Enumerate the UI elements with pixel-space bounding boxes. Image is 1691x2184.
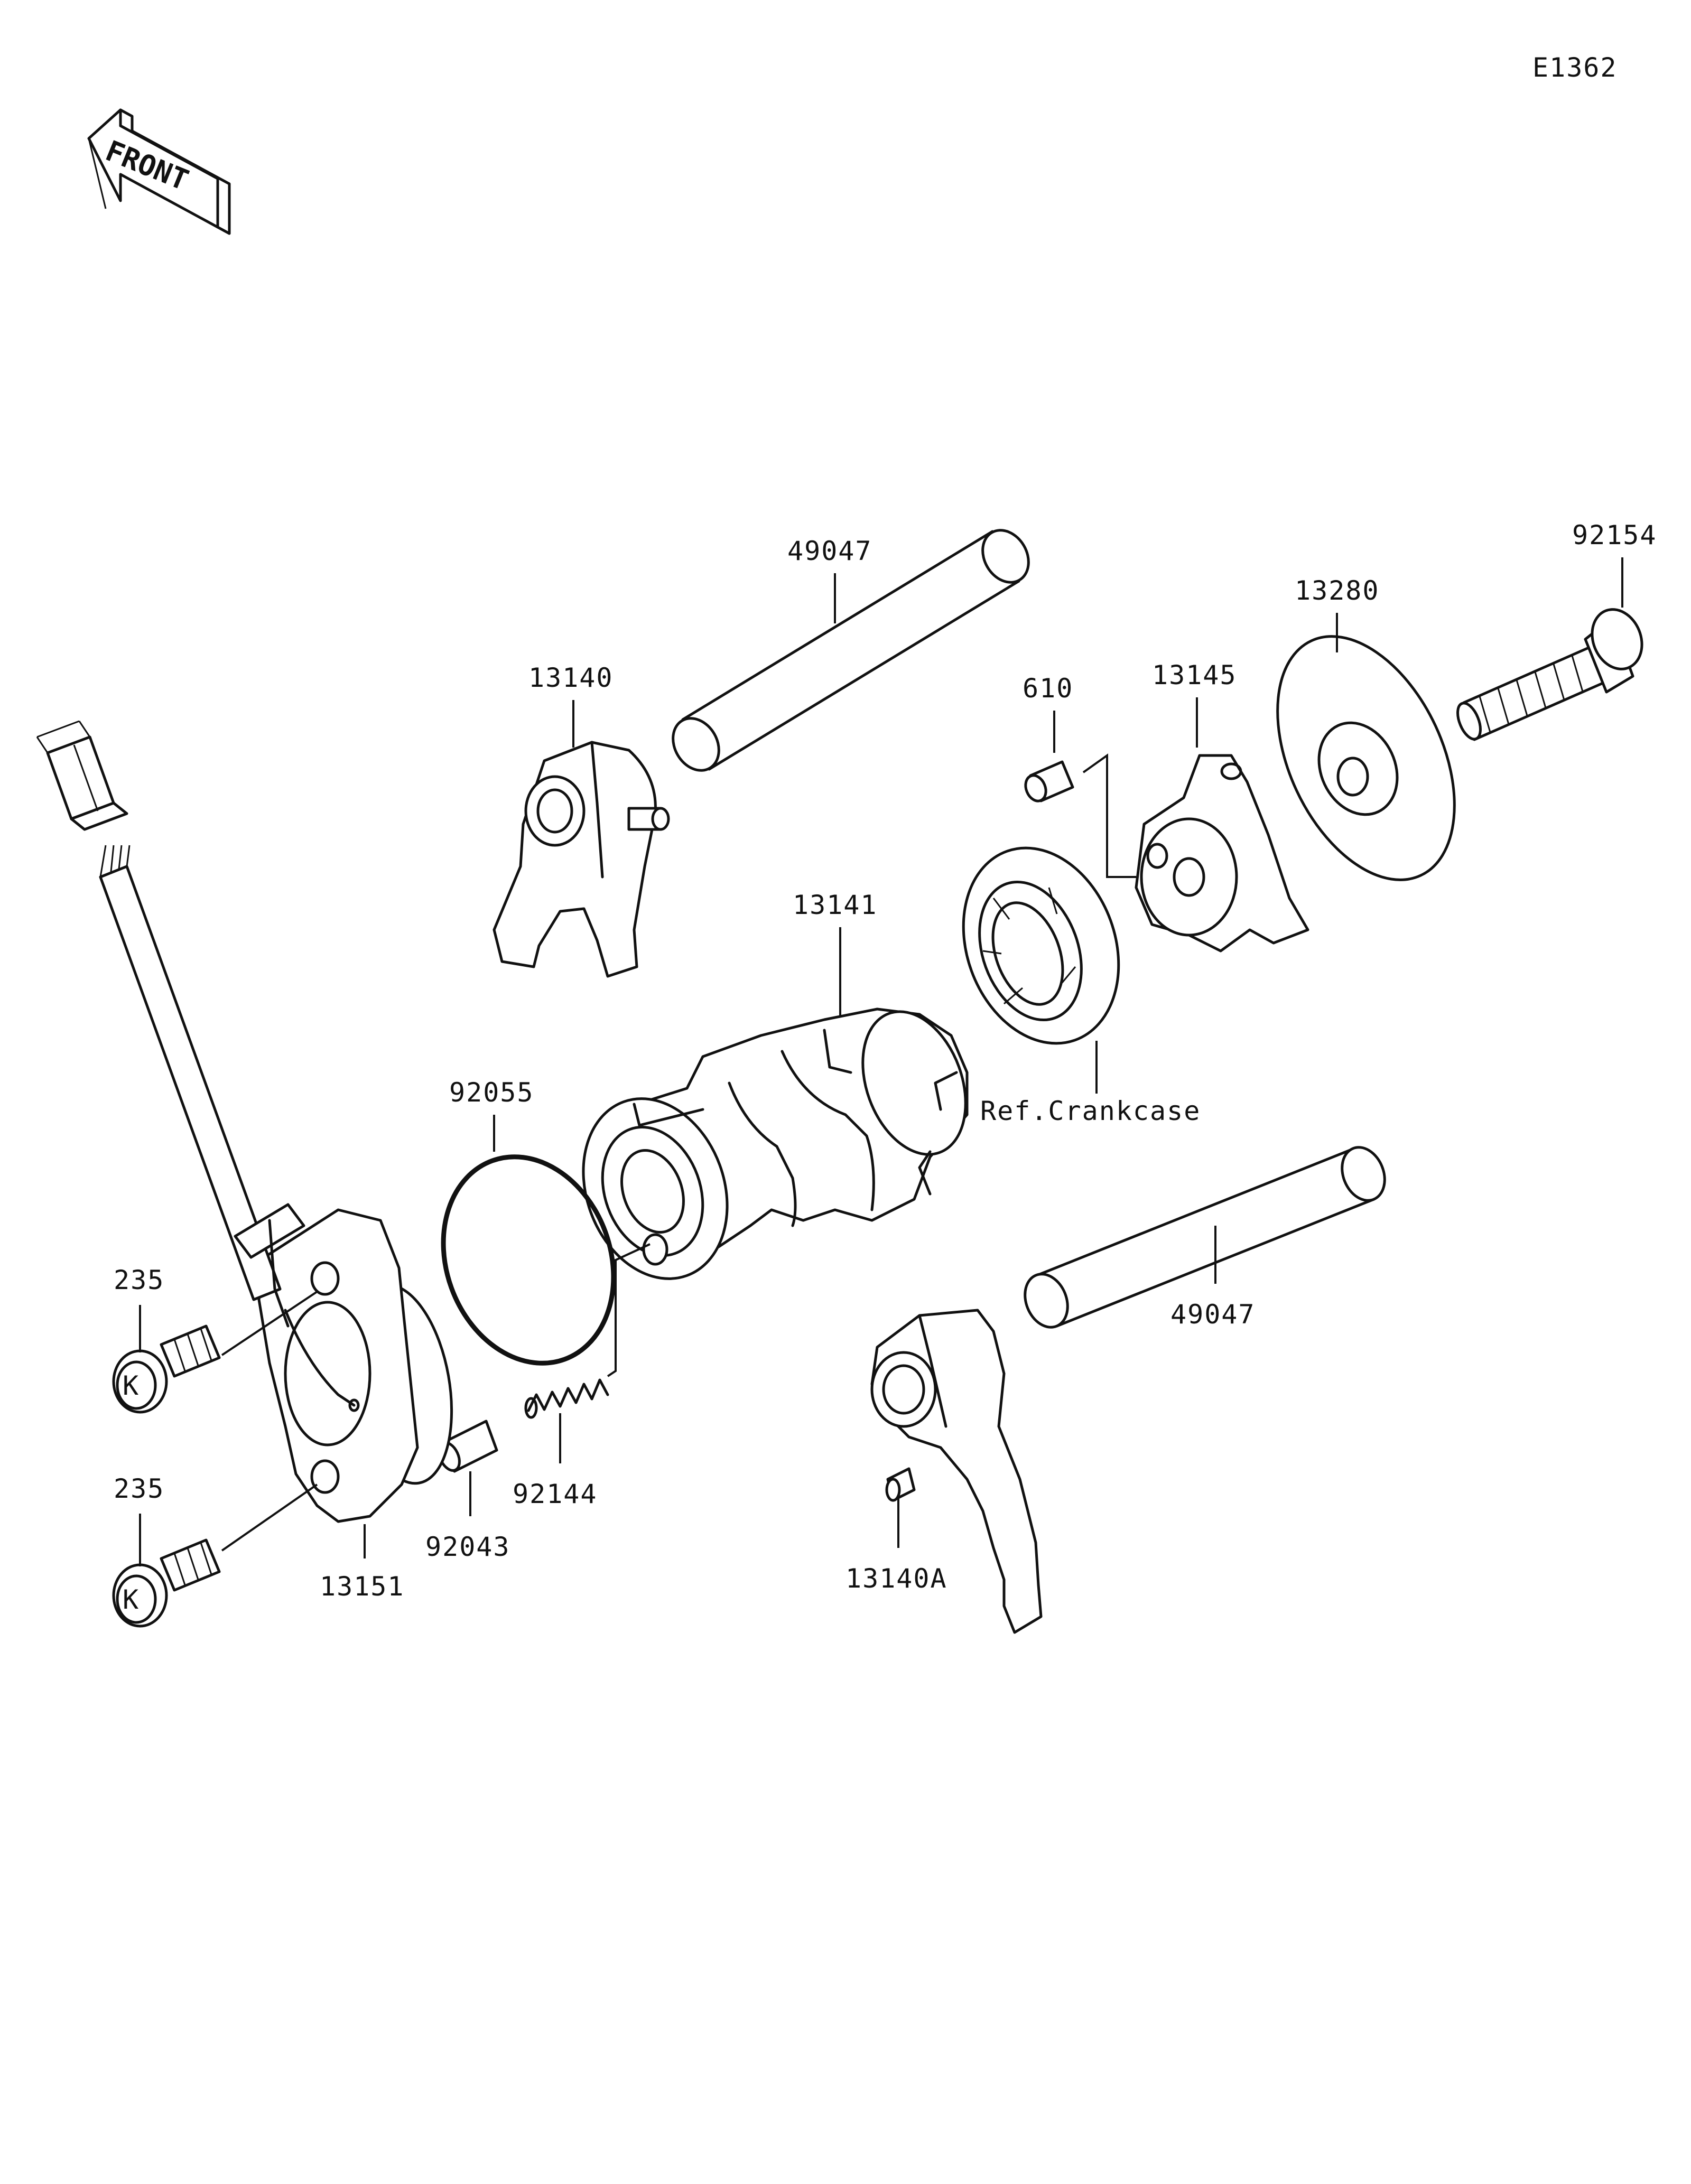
label-13151: 13151 bbox=[320, 1571, 405, 1602]
shift-rod-lower bbox=[1024, 1146, 1386, 1329]
bearing bbox=[962, 846, 1120, 1045]
label-610: 610 bbox=[1023, 673, 1073, 704]
screw-235-upper: K bbox=[112, 1324, 221, 1414]
label-ref-crankcase: Ref.Crankcase bbox=[980, 1096, 1201, 1126]
diagram-code: E1362 bbox=[1532, 52, 1618, 83]
bolt-92154 bbox=[1456, 608, 1643, 741]
pin-610 bbox=[1024, 760, 1074, 802]
label-13140: 13140 bbox=[528, 662, 614, 693]
kawasaki-logo-icon-2: K bbox=[123, 1584, 140, 1615]
label-92055: 92055 bbox=[449, 1077, 534, 1108]
label-235-upper: 235 bbox=[114, 1265, 164, 1295]
shift-fork-lower bbox=[870, 1309, 1043, 1634]
screw-235-lower: K bbox=[112, 1538, 221, 1628]
label-235-lower: 235 bbox=[114, 1473, 164, 1504]
label-13145: 13145 bbox=[1152, 660, 1237, 690]
sensor-holder bbox=[257, 1208, 453, 1523]
shift-fork-upper bbox=[493, 741, 670, 978]
shift-drum bbox=[582, 1007, 969, 1280]
sensor-cable bbox=[36, 720, 305, 1328]
kawasaki-logo-icon: K bbox=[123, 1370, 140, 1401]
detent-spring bbox=[524, 1378, 609, 1419]
o-ring bbox=[441, 1154, 616, 1366]
label-13141: 13141 bbox=[793, 890, 878, 920]
label-92043: 92043 bbox=[425, 1532, 510, 1562]
shift-drum-cam bbox=[1135, 754, 1309, 953]
label-13280: 13280 bbox=[1295, 575, 1380, 606]
label-13140a: 13140A bbox=[846, 1563, 947, 1594]
label-49047-lower: 49047 bbox=[1170, 1299, 1256, 1330]
cam-plate bbox=[1276, 635, 1456, 881]
label-49047-upper: 49047 bbox=[787, 536, 872, 566]
label-92154: 92154 bbox=[1572, 520, 1657, 550]
front-arrow-icon: FRONT bbox=[87, 108, 231, 235]
shift-rod-upper bbox=[672, 529, 1030, 772]
label-92144: 92144 bbox=[513, 1479, 598, 1509]
